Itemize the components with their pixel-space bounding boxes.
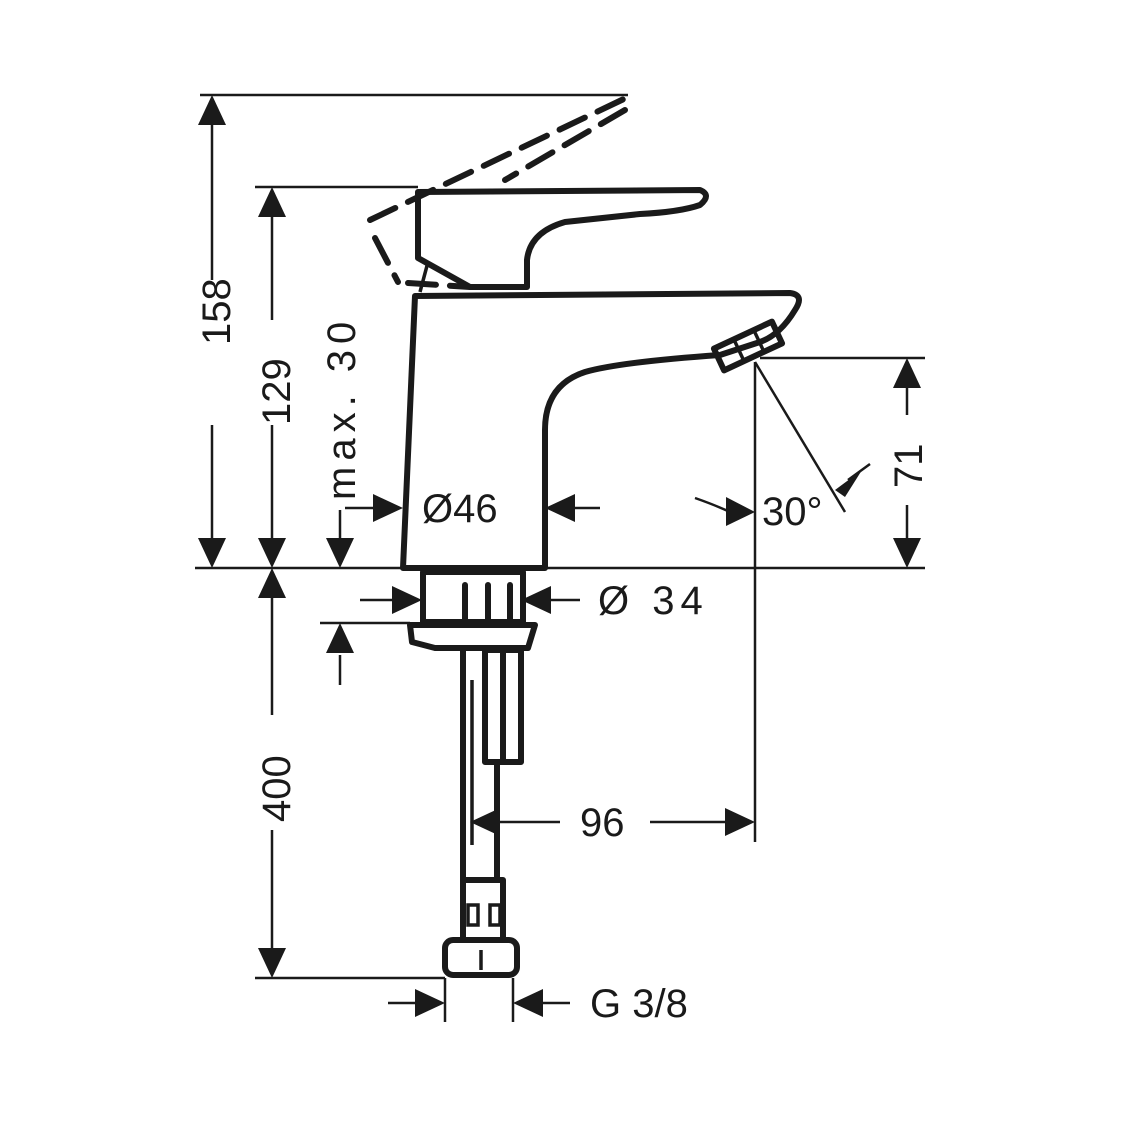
aerator <box>710 318 786 374</box>
dimension-max-deck: max. 30 <box>320 316 364 685</box>
dimension-spout-reach: 96 <box>470 801 755 845</box>
label-129: 129 <box>255 358 299 425</box>
label-400: 400 <box>255 755 299 822</box>
dimension-spout-angle: 30° <box>694 462 871 534</box>
label-71: 71 <box>887 444 931 489</box>
dimension-total-height: 158 <box>195 95 239 568</box>
dimension-body-diameter: Ø46 <box>345 487 600 531</box>
label-g-3-8: G 3/8 <box>590 982 688 1026</box>
dimension-lever-height: 129 <box>255 187 299 568</box>
dimension-connection-thread: G 3/8 <box>388 978 688 1026</box>
label-96: 96 <box>580 801 625 845</box>
dimension-outlet-height: 71 <box>887 358 931 568</box>
label-max-30: max. 30 <box>320 316 364 500</box>
label-angle-30: 30° <box>762 490 823 534</box>
label-158: 158 <box>195 278 239 345</box>
dimension-shank-diameter: Ø 34 <box>360 579 709 623</box>
faucet-body <box>400 290 802 571</box>
mounting-shank <box>407 569 538 978</box>
lever-handle <box>367 94 709 293</box>
label-diameter-34: Ø 34 <box>598 579 709 623</box>
label-diameter-46: Ø46 <box>422 487 498 531</box>
dimension-hose-length: 400 <box>255 568 299 978</box>
reference-lines <box>195 93 925 980</box>
